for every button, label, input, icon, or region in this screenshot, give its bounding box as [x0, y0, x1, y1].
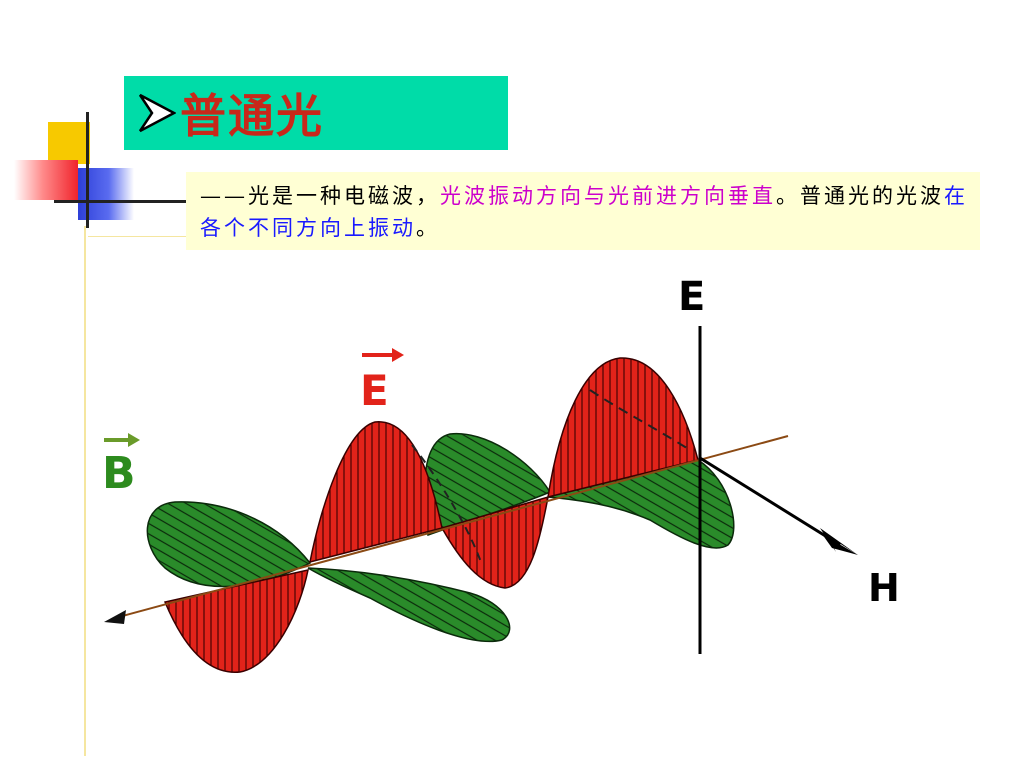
- decor-yellow-square: [48, 122, 90, 164]
- e-lobe-4: [547, 357, 699, 498]
- b-lobe-2: [307, 567, 511, 643]
- description-text-2: 。普通光的光波: [776, 184, 944, 208]
- e-lobe-2: [309, 421, 443, 564]
- em-wave-diagram: [104, 326, 858, 673]
- title-banner: 普通光: [124, 76, 508, 150]
- propagation-axis: [114, 435, 789, 619]
- h-axis-label: H: [868, 566, 900, 610]
- h-axis-line: [699, 456, 841, 547]
- h-axis-arrowhead: [820, 528, 858, 555]
- b-vector-label: B: [102, 448, 136, 499]
- b-field-wave: [146, 432, 735, 643]
- decor-red-square: [14, 160, 78, 200]
- propagation-arrowhead: [104, 610, 126, 624]
- b-lobe-1: [146, 501, 312, 588]
- description-box: ——光是一种电磁波，光波振动方向与光前进方向垂直。普通光的光波在各个不同方向上振…: [186, 172, 980, 250]
- description-text-3: 。: [416, 216, 440, 240]
- arrow-bullet-icon: [138, 93, 176, 133]
- decor-guide-vertical: [84, 226, 86, 756]
- decor-vertical-line: [86, 112, 89, 228]
- e-field-wave: [163, 357, 699, 673]
- description-highlight-perpendicular: 光波振动方向与光前进方向垂直: [440, 184, 776, 208]
- decor-guide-horizontal: [88, 236, 198, 237]
- page-title: 普通光: [180, 89, 324, 143]
- description-highlight-directions: 在各个不同方向上振动: [200, 184, 968, 240]
- description-text-1: ——光是一种电磁波，: [200, 184, 440, 208]
- e-lobe-3: [440, 495, 549, 589]
- e-vector-label: E: [360, 366, 389, 415]
- decor-horizontal-line: [54, 200, 192, 203]
- e-axis-label: E: [678, 274, 706, 320]
